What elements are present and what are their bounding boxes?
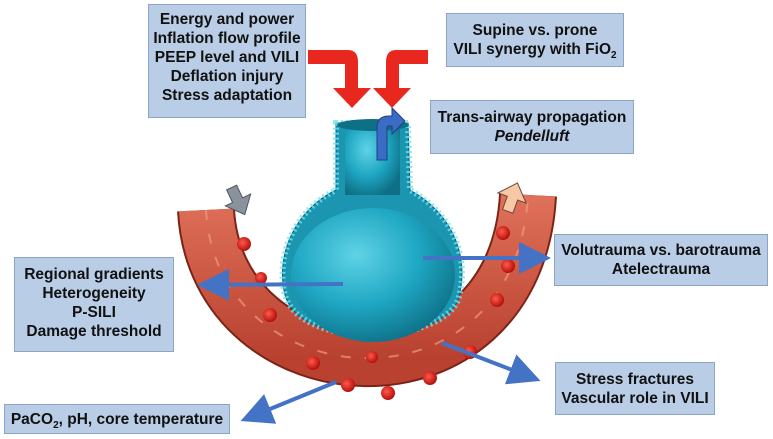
pointer-vascular: [441, 341, 541, 385]
airway-factors-box: Trans-airway propagation Pendelluft: [430, 100, 634, 154]
position-factors-box: Supine vs. prone VILI synergy with FiO2: [446, 13, 624, 67]
position-line-2: VILI synergy with FiO2: [453, 41, 617, 62]
ventilator-force-arrows: [308, 50, 428, 108]
pointer-blood: [240, 380, 337, 424]
position-line-1: Supine vs. prone: [472, 22, 598, 39]
regional-factors-box: Regional gradients Heterogeneity P-SILI …: [14, 257, 174, 352]
alveolus: [279, 119, 465, 342]
alveolar-injury-box: Volutrauma vs. barotrauma Atelectrauma: [554, 234, 768, 286]
ventilator-line: PEEP level and VILI: [154, 49, 300, 66]
vascular-line: Vascular role in VILI: [561, 390, 709, 407]
airway-line-1: Trans-airway propagation: [437, 109, 627, 126]
ventilator-line: Deflation injury: [170, 68, 284, 85]
airway-flow-icon: [376, 106, 406, 161]
pointer-regional: [197, 268, 344, 301]
ventilator-line: Stress adaptation: [161, 87, 293, 104]
regional-line: Heterogeneity: [42, 285, 146, 302]
blood-factors-box: PaCO2, pH, core temperature: [4, 404, 230, 434]
blood-inflow-icon: [224, 184, 252, 216]
ventilator-line: Energy and power: [159, 11, 295, 28]
regional-line: P-SILI: [72, 304, 116, 321]
pointer-arrows: [197, 242, 551, 424]
vascular-factors-box: Stress fractures Vascular role in VILI: [555, 362, 715, 415]
blood-line: PaCO2, pH, core temperature: [10, 411, 224, 432]
red-blood-cells: [237, 226, 515, 400]
regional-line: Regional gradients: [24, 266, 164, 283]
vascular-line: Stress fractures: [575, 371, 695, 388]
alveolar-line: Atelectrauma: [611, 261, 711, 278]
alveolar-line: Volutrauma vs. barotrauma: [561, 242, 761, 259]
ventilator-line: Inflation flow profile: [153, 30, 301, 47]
pendelluft-label: Pendelluft: [494, 128, 570, 145]
ventilator-factors-box: Energy and power Inflation flow profile …: [148, 4, 306, 118]
blood-outflow-icon: [496, 182, 528, 214]
regional-line: Damage threshold: [26, 323, 162, 340]
